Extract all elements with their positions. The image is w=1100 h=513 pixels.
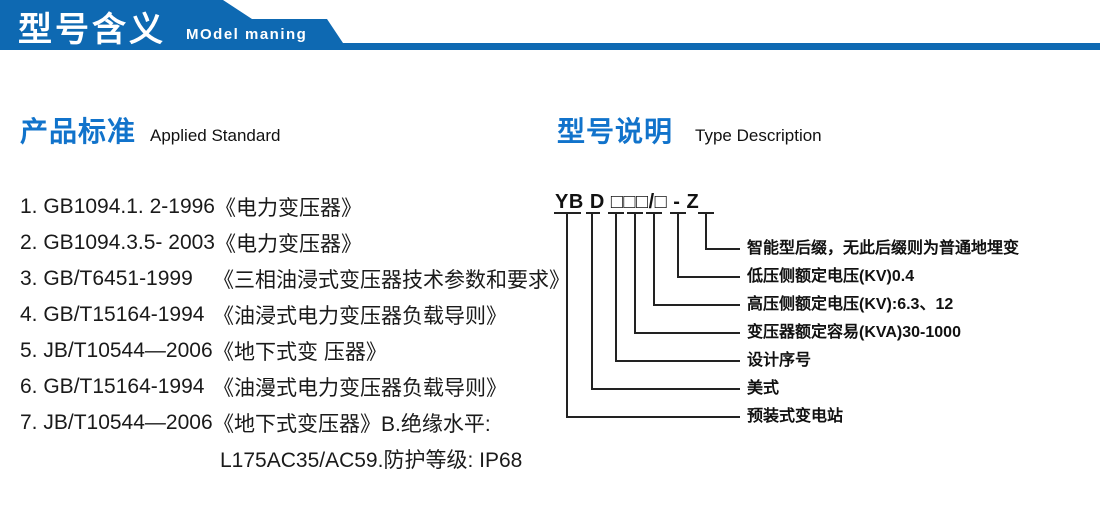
model-code: YB D □□□/□ - Z <box>555 191 700 213</box>
label-design-serial: 设计序号 <box>747 352 812 369</box>
standard-title: 《地下式变 压器》 <box>213 341 387 364</box>
standards-list: 1. GB1094.1. 2-1996 《电力变压器》 2. GB1094.3.… <box>20 189 570 477</box>
standards-heading-en: Applied Standard <box>150 126 281 145</box>
standard-item-continuation: L175AC35/AC59.防护等级: IP68 <box>20 441 550 477</box>
standard-title: L175AC35/AC59.防护等级: IP68 <box>220 449 523 472</box>
standard-item: 2. GB1094.3.5- 2003 《电力变压器》 <box>20 225 550 261</box>
standard-title: 《油漫式电力变压器负载导则》 <box>213 377 507 400</box>
standards-heading: 产品标准 Applied Standard <box>20 110 280 150</box>
label-smart-suffix: 智能型后缀，无此后缀则为普通地埋变 <box>747 240 1020 257</box>
page-title-english: MOdel maning <box>186 26 308 43</box>
standard-title: 《三相油浸式变压器技术参数和要求》 <box>213 269 570 292</box>
standard-number: 3. GB/T6451-1999 <box>20 267 193 290</box>
banner-shape <box>0 0 1100 50</box>
standard-number: 2. GB1094.3.5- 2003 <box>20 231 215 254</box>
type-heading: 型号说明 Type Description <box>557 110 822 150</box>
standard-title: 《地下式变压器》B.绝缘水平: <box>213 413 491 436</box>
label-lv-rated-voltage: 低压侧额定电压(KV)0.4 <box>747 268 915 285</box>
standard-item: 1. GB1094.1. 2-1996 《电力变压器》 <box>20 189 550 225</box>
page-title: 型号含义 <box>18 11 166 49</box>
standards-heading-cn: 产品标准 <box>20 116 137 147</box>
standard-item: 7. JB/T10544—2006 《地下式变压器》B.绝缘水平: <box>20 405 550 441</box>
standard-item: 5. JB/T10544—2006 《地下式变 压器》 <box>20 333 550 369</box>
standard-title: 《油浸式电力变压器负载导则》 <box>213 305 507 328</box>
standard-title: 《电力变压器》 <box>214 197 362 220</box>
label-american-style: 美式 <box>747 380 780 397</box>
standard-number: 7. JB/T10544—2006 <box>20 411 213 434</box>
standard-item: 6. GB/T15164-1994 《油漫式电力变压器负载导则》 <box>20 369 550 405</box>
standard-title: 《电力变压器》 <box>214 233 362 256</box>
label-hv-rated-voltage: 高压侧额定电压(KV):6.3、12 <box>747 296 954 313</box>
standard-number: 5. JB/T10544—2006 <box>20 339 213 362</box>
standard-number: 4. GB/T15164-1994 <box>20 303 205 326</box>
label-rated-capacity: 变压器额定容易(KVA)30-1000 <box>747 324 961 341</box>
standard-number: 1. GB1094.1. 2-1996 <box>20 195 215 218</box>
standard-item: 3. GB/T6451-1999 《三相油浸式变压器技术参数和要求》 <box>20 261 570 297</box>
standard-number: 6. GB/T15164-1994 <box>20 375 205 398</box>
standard-item: 4. GB/T15164-1994 《油浸式电力变压器负载导则》 <box>20 297 550 333</box>
type-heading-en: Type Description <box>695 126 822 145</box>
label-prefabricated-substation: 预装式变电站 <box>747 408 844 425</box>
type-heading-cn: 型号说明 <box>557 116 674 147</box>
model-code-callout-lines <box>554 212 740 418</box>
